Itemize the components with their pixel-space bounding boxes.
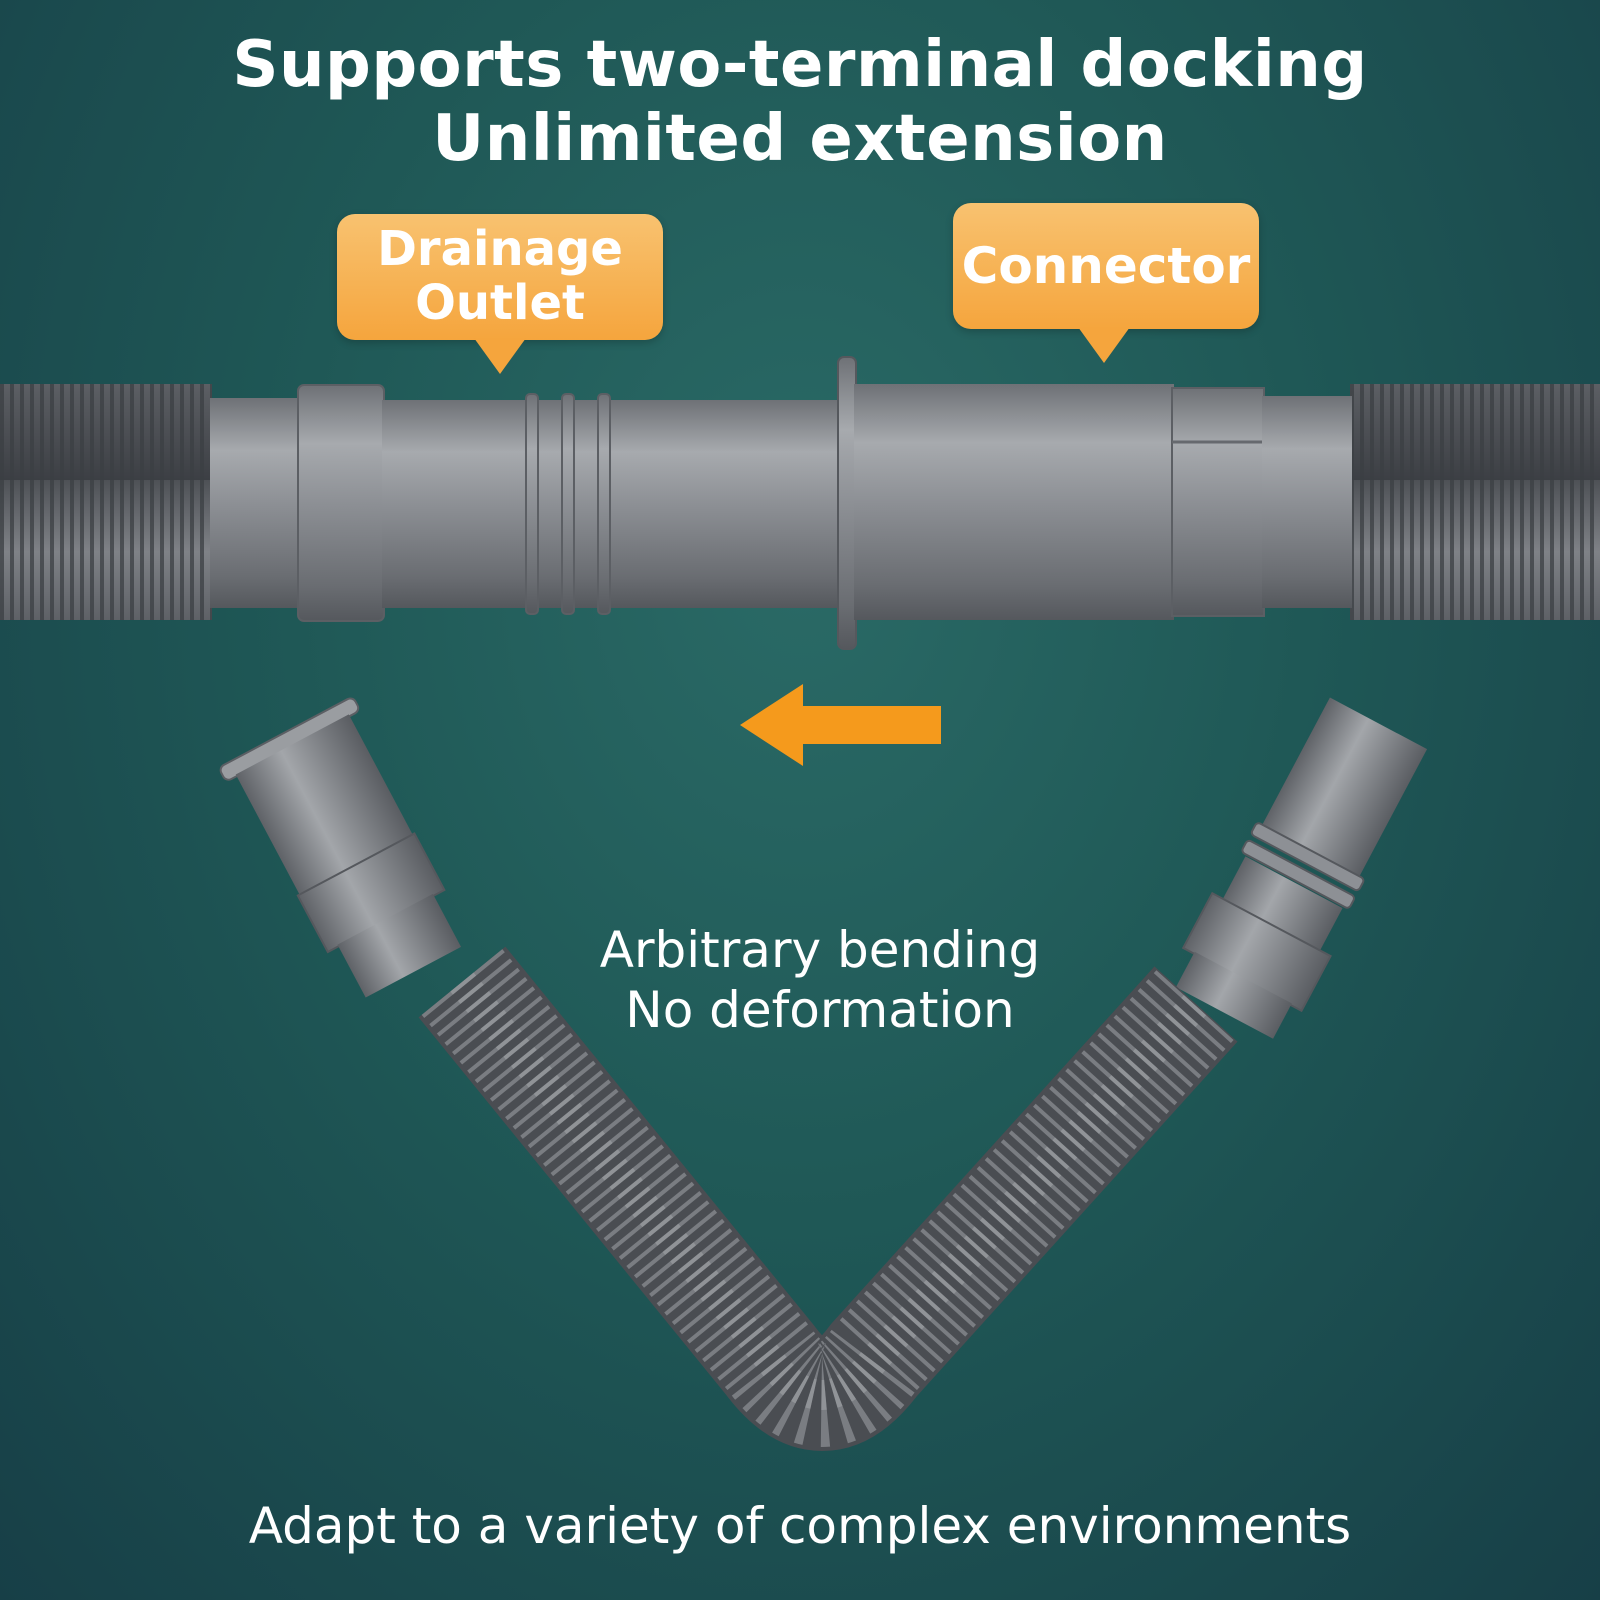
connector-body xyxy=(854,384,1174,620)
callout-drainage-tail xyxy=(474,338,526,374)
bending-caption-line-2: No deformation xyxy=(625,981,1015,1039)
hose-cuff-right xyxy=(1262,396,1352,608)
callout-connector-tail xyxy=(1078,327,1130,363)
hose-cuff-left xyxy=(210,398,302,608)
bending-caption: Arbitrary bending No deformation xyxy=(560,920,1080,1040)
callout-connector: Connector xyxy=(953,203,1259,329)
bending-caption-line-1: Arbitrary bending xyxy=(599,921,1041,979)
headline-line-2: Unlimited extension xyxy=(432,102,1168,176)
bent-hose-right-end xyxy=(1175,697,1428,1039)
bottom-caption: Adapt to a variety of complex environmen… xyxy=(248,1497,1352,1555)
corrugated-hose-left xyxy=(0,384,212,620)
arrow-left-icon xyxy=(740,684,941,766)
headline-line-1: Supports two-terminal docking xyxy=(232,28,1368,102)
callout-drainage-outlet: Drainage Outlet xyxy=(337,214,663,340)
connector-sleeve xyxy=(1171,387,1265,617)
callout-connector-label: Connector xyxy=(961,237,1251,295)
horizontal-pipe-assembly xyxy=(0,356,1600,650)
bent-hose-left-end xyxy=(219,697,462,998)
headline: Supports two-terminal docking Unlimited … xyxy=(0,28,1600,176)
corrugated-hose-right xyxy=(1350,384,1600,620)
callout-drainage-line-2: Outlet xyxy=(415,275,585,331)
drainage-outlet-tube xyxy=(382,400,842,608)
bent-hose xyxy=(219,697,1428,1451)
callout-drainage-line-1: Drainage xyxy=(377,221,623,277)
connector-flange xyxy=(837,356,857,650)
drainage-outlet-collar xyxy=(297,384,385,622)
